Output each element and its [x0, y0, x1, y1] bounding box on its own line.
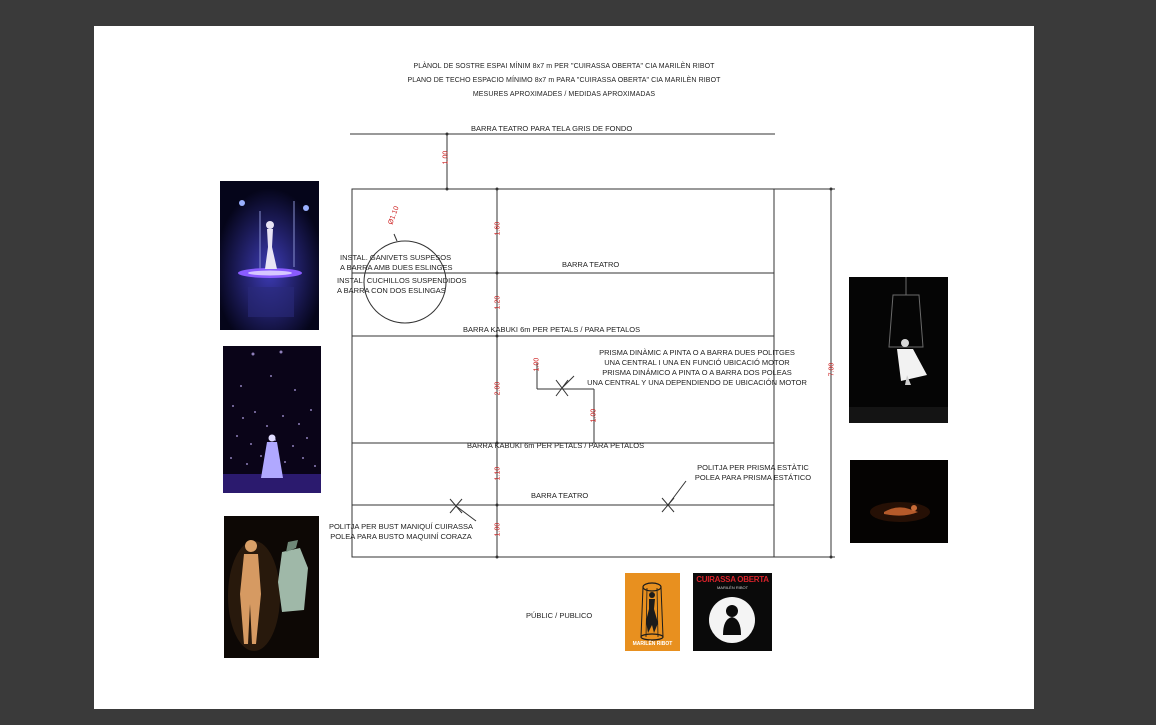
static-prism-label: POLITJA PER PRISMA ESTÀTIC POLEA PARA PR… [688, 463, 818, 483]
document-page: PLÀNOL DE SOSTRE ESPAI MÍNIM 8x7 m PER "… [94, 26, 1034, 709]
photo-prism-aerialist [849, 277, 948, 423]
prism-label-es-2: UNA CENTRAL Y UNA DEPENDIENDO DE UBICACI… [587, 378, 807, 387]
dimension-1: 1.60 [494, 221, 502, 236]
show-poster-subtitle: MARILÈN RIBOT [716, 585, 749, 590]
audience-label: PÚBLIC / PUBLICO [526, 611, 593, 620]
photo-bust-mannequin [224, 516, 319, 658]
prism-label-ca-1: PRISMA DINÀMIC A PINTA O A BARRA DUES PO… [599, 348, 795, 357]
static-prism-label-es: POLEA PARA PRISMA ESTÁTICO [694, 473, 812, 482]
show-poster: CUIRASSA OBERTA MARILÈN RIBOT [693, 573, 772, 651]
photo-aerial-hoop [220, 181, 319, 330]
dimension-top: 1.00 [442, 150, 450, 165]
photo-floor-dancer [850, 460, 948, 543]
knives-label-es-1: INSTAL. CUCHILLOS SUSPENDIDOS [337, 276, 467, 285]
knives-label-ca-1: INSTAL. GANIVETS SUSPESOS [340, 253, 452, 262]
back-bar-label: BARRA TEATRO PARA TELA GRIS DE FONDO [471, 124, 633, 133]
bar-teatro-2-label: BARRA TEATRO [531, 491, 589, 500]
prism-label-es-1: PRISMA DINÁMICO A PINTA O A BARRA DOS PO… [602, 368, 792, 377]
dimension-6: 1.10 [494, 466, 502, 481]
knives-label-es: INSTAL. CUCHILLOS SUSPENDIDOS A BARRA CO… [337, 276, 467, 296]
bust-pulley-label-ca: POLITJA PER BUST MANIQUÍ CUIRASSA [328, 522, 474, 531]
knives-label-es-2: A BARRA CON DOS ESLINGAS [337, 286, 446, 295]
dimension-5: 2.00 [494, 381, 502, 396]
dimension-7: 1.00 [494, 522, 502, 537]
dimension-2: 1.20 [494, 295, 502, 310]
bar-teatro-1-label: BARRA TEATRO [562, 260, 620, 269]
stage-outline [351, 188, 775, 558]
header-line-1: PLÀNOL DE SOSTRE ESPAI MÍNIM 8x7 m PER "… [413, 63, 715, 70]
knives-label-ca: INSTAL. GANIVETS SUSPESOS A BARRA AMB DU… [340, 253, 453, 273]
bust-pulley-label-es: POLEA PARA BUSTO MAQUINÍ CORAZA [330, 532, 472, 541]
kabuki-bar-2-label: BARRA KABUKI 6m PER PETALS / PARA PETALO… [467, 441, 645, 450]
dimension-total: 7.00 [828, 362, 836, 377]
knives-label-ca-2: A BARRA AMB DUES ESLINGES [340, 263, 453, 272]
ceiling-plan-drawing [350, 132, 835, 559]
kabuki-bar-1-label: BARRA KABUKI 6m PER PETALS / PARA PETALO… [463, 325, 641, 334]
dimension-4: 1.00 [590, 408, 598, 423]
circle-dimension-line [393, 233, 398, 242]
prism-label-ca-2: UNA CENTRAL I UNA EN FUNCIÓ UBICACIÓ MOT… [604, 358, 790, 367]
logo-poster: MARILÈN RIBOT [625, 573, 680, 651]
knife-installation-circle [363, 240, 447, 324]
bust-pulley-label: POLITJA PER BUST MANIQUÍ CUIRASSA POLEA … [320, 522, 482, 542]
prism-label: PRISMA DINÀMIC A PINTA O A BARRA DUES PO… [572, 348, 822, 388]
show-poster-title: CUIRASSA OBERTA [696, 575, 769, 584]
dimension-3: 1.00 [533, 357, 541, 372]
static-prism-label-ca: POLITJA PER PRISMA ESTÀTIC [697, 463, 809, 472]
photo-sparkle-dancer [223, 346, 321, 493]
logo-poster-name: MARILÈN RIBOT [632, 641, 673, 647]
header-line-3: MESURES APROXIMADES / MEDIDAS APROXIMADA… [472, 91, 656, 98]
header-line-2: PLANO DE TECHO ESPACIO MÍNIMO 8x7 m PARA… [407, 77, 721, 84]
